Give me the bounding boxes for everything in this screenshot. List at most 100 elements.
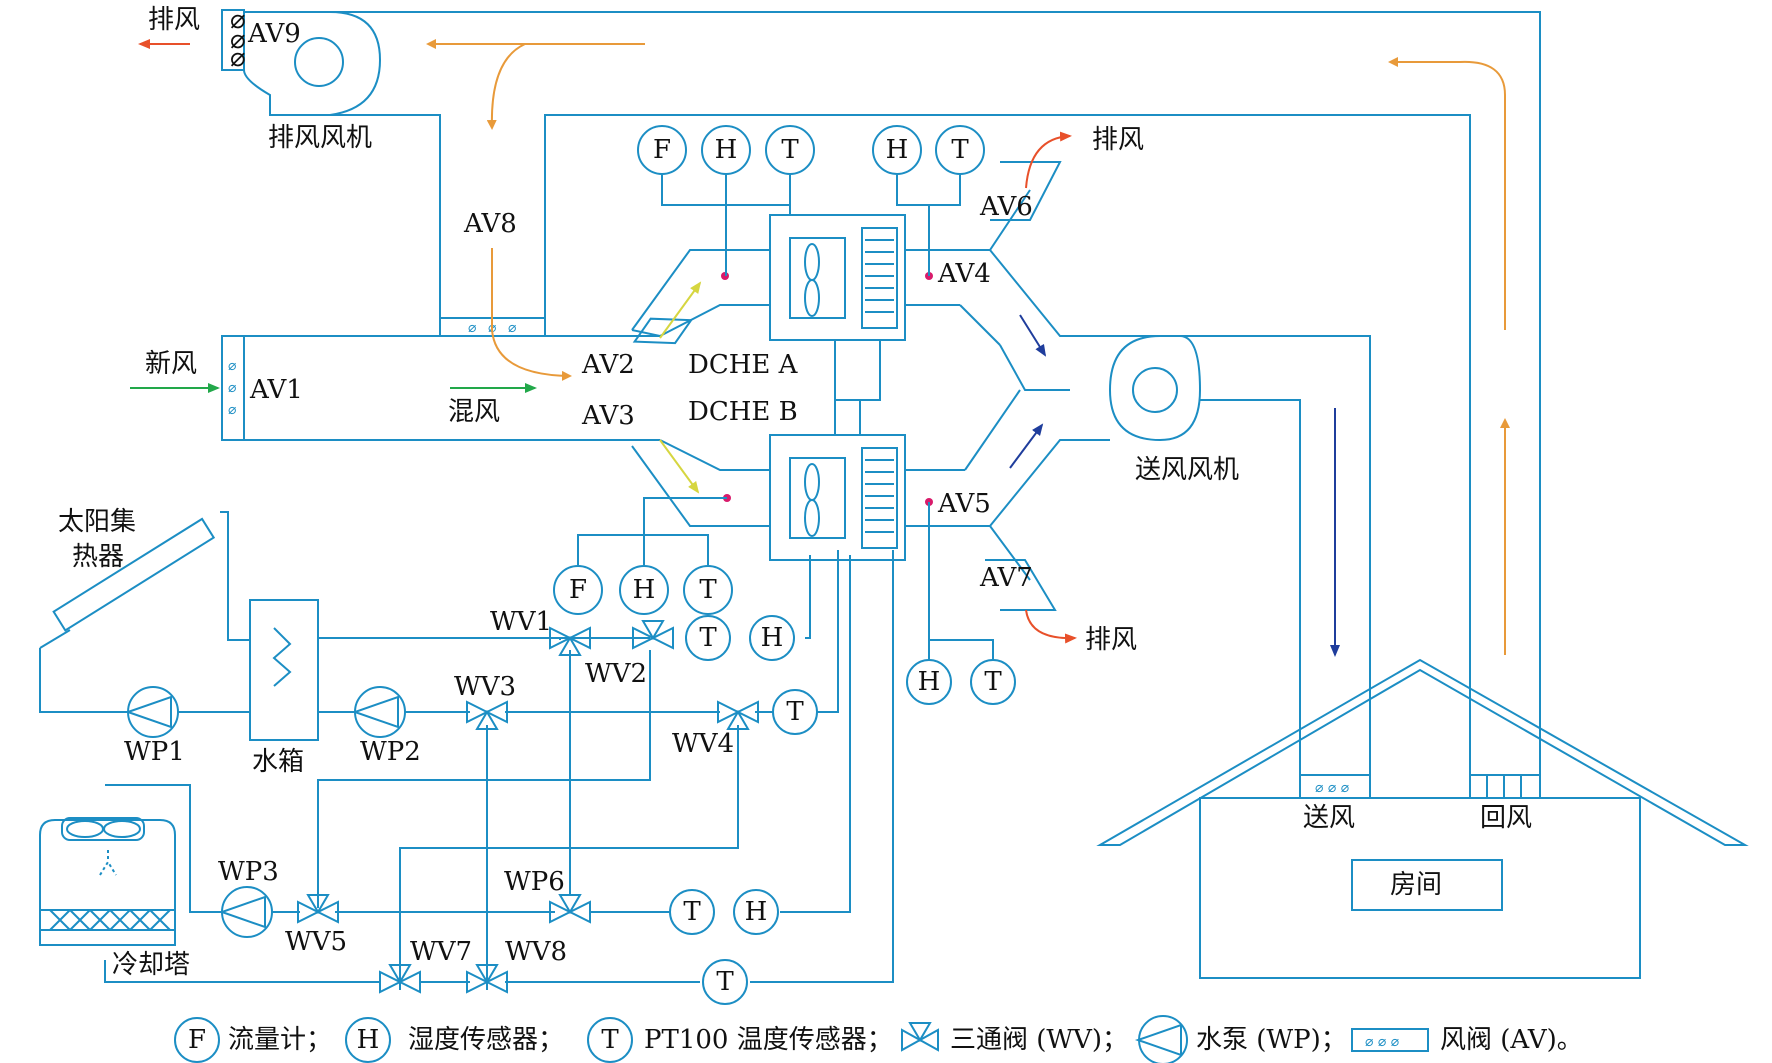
svg-text:H: H [761,623,784,653]
svg-text:T: T [683,897,701,927]
svg-text:H: H [745,897,768,927]
svg-text:⌀: ⌀ [508,320,517,336]
sensor-top-b: H T [872,125,985,175]
svg-text:H: H [633,575,656,605]
svg-text:DCHE B: DCHE B [688,397,798,427]
svg-text:三通阀 (WV)；: 三通阀 (WV)； [950,1025,1128,1055]
svg-text:风阀 (AV)。: 风阀 (AV)。 [1440,1025,1583,1055]
sensor-pipe-wp6: T H [669,889,779,935]
svg-text:H: H [918,667,941,697]
svg-text:⌀: ⌀ [230,5,246,35]
water-tank [249,599,319,741]
svg-text:新风: 新风 [145,349,197,379]
svg-text:太阳集: 太阳集 [58,507,136,537]
solar-collector [52,517,216,632]
svg-text:混风: 混风 [448,397,500,427]
av1-damper [221,335,245,441]
svg-text:⌀ ⌀ ⌀: ⌀ ⌀ ⌀ [1365,1034,1400,1050]
svg-text:AV8: AV8 [463,209,517,239]
svg-text:送风风机: 送风风机 [1135,455,1239,485]
room-box [1351,859,1503,911]
supply-fan [1108,335,1371,775]
room-house: ⌀ ⌀ ⌀ [1096,658,1749,979]
valve-wv2 [632,620,674,650]
svg-text:⌀: ⌀ [228,402,237,418]
svg-text:⌀: ⌀ [230,25,246,55]
svg-text:⌀: ⌀ [228,358,237,374]
svg-text:热器: 热器 [72,542,124,572]
svg-text:T: T [984,667,1002,697]
svg-text:WV7: WV7 [410,937,472,967]
svg-text:排风: 排风 [148,5,200,35]
cooling-tower [39,817,176,946]
svg-text:WP3: WP3 [218,857,279,887]
sensor-mid-b: F H T [553,565,733,615]
legend-air-damper: ⌀ ⌀ ⌀ 风阀 (AV)。 [1351,1025,1583,1055]
svg-text:⌀: ⌀ [468,320,477,336]
svg-text:排风风机: 排风风机 [268,123,372,153]
sensor-leads [577,175,994,660]
sensor-pipe-wv4: T [772,689,818,735]
airflow-arrows [130,39,1510,657]
svg-text:AV4: AV4 [937,259,991,289]
svg-text:T: T [716,967,734,997]
pump-wp1 [124,686,179,738]
pump-wp3 [218,886,273,938]
svg-text:房间: 房间 [1390,870,1442,900]
valve-wv6 [549,894,591,924]
dche-a-unit [769,214,906,341]
svg-text:WV2: WV2 [585,659,647,689]
svg-text:AV1: AV1 [249,375,303,405]
svg-text:AV5: AV5 [937,489,991,519]
dche-b-unit [769,434,906,561]
svg-text:T: T [601,1025,619,1055]
svg-text:排风: 排风 [1092,125,1144,155]
svg-text:WV1: WV1 [490,607,552,637]
svg-text:AV9: AV9 [247,19,301,49]
svg-text:水箱: 水箱 [252,747,304,777]
legend-pump: 水泵 (WP)； [1134,1015,1347,1063]
svg-text:F: F [569,575,587,605]
legend-flowmeter: F 流量计； [174,1017,332,1063]
valve-wv8 [466,964,508,994]
svg-text:F: F [188,1025,206,1055]
svg-text:AV7: AV7 [979,563,1033,593]
labels: 排风 AV9 排风风机 AV8 新风 AV1 混风 AV2 AV3 DCHE A… [58,5,1532,980]
valve-wv5 [297,894,339,924]
svg-text:T: T [699,575,717,605]
svg-text:T: T [699,623,717,653]
svg-text:湿度传感器；: 湿度传感器； [408,1025,564,1055]
sensor-pipe-wv2: T H [685,615,795,661]
svg-text:T: T [786,697,804,727]
valve-wv1 [549,626,591,656]
svg-text:AV6: AV6 [979,192,1033,222]
valve-wv7 [379,964,421,994]
svg-text:H: H [715,135,738,165]
supply-damper [1299,774,1371,799]
svg-text:WV3: WV3 [454,672,516,702]
svg-text:WP1: WP1 [124,737,185,767]
svg-text:送风: 送风 [1303,803,1355,833]
valve-wv3 [466,700,508,730]
svg-text:H: H [357,1025,380,1055]
svg-text:冷却塔: 冷却塔 [112,950,190,980]
svg-text:WP2: WP2 [360,737,421,767]
svg-text:F: F [653,135,671,165]
svg-text:回风: 回风 [1480,803,1532,833]
legend-humidity: H 湿度传感器； [345,1017,564,1063]
svg-text:流量计；: 流量计； [228,1025,332,1055]
sensor-top-a: F H T [637,125,815,175]
svg-text:WP6: WP6 [504,867,565,897]
svg-text:T: T [781,135,799,165]
valve-wv4 [717,700,759,730]
svg-text:WV4: WV4 [672,729,734,759]
svg-text:AV3: AV3 [581,401,635,431]
sensor-pipe-bottom: T [702,959,748,1005]
svg-text:⌀: ⌀ [230,43,246,73]
svg-text:AV2: AV2 [581,350,635,380]
legend: F 流量计； H 湿度传感器； T PT100 温度传感器； 三通阀 (WV)；… [174,1015,1583,1063]
legend-temperature: T PT100 温度传感器； [587,1017,893,1063]
svg-text:WV5: WV5 [285,927,347,957]
svg-text:H: H [886,135,909,165]
